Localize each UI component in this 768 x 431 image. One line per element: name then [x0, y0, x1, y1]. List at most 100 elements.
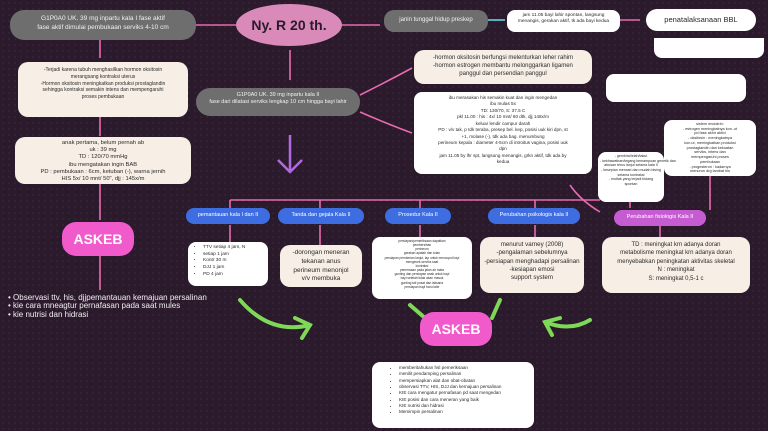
psych-line: spontan	[624, 182, 638, 187]
top-left-line: G1P0A0 UK. 39 mg inpartu kala I fase akt…	[41, 15, 165, 22]
procedure-line: gunting dan persiapan anak untuk bayi	[394, 272, 450, 277]
bottom-item: menilit pendamping persalinan	[399, 371, 531, 377]
phys-line: - progesteron : kadarnya	[689, 164, 731, 169]
procedure-line: mengecek serviks saat	[405, 259, 439, 264]
bottom-item: mempersiapkan alat dan obat-obatan	[399, 378, 531, 384]
phys-line: pd fase akhir aktivi	[694, 131, 726, 136]
arrow-kala2-obs	[359, 111, 413, 134]
hormone-line: panggul dan persendian panggul	[459, 71, 547, 78]
birth-line: menangis, gerakan aktif, tk ada bayi ked…	[517, 19, 610, 25]
exam-line: PD : pembukaan : 6cm, ketuban (-), warna…	[40, 168, 166, 175]
hormone-line: -hormon estrogen membantu melonggarkan l…	[433, 63, 573, 70]
bottom-item: KIE posisi dan cara meneran yang baik	[399, 397, 531, 403]
procedure-box: persiapan/pemeriksaan dapatkan pembersih…	[372, 237, 472, 299]
newborn-box: penatalaksanaan BBL	[646, 9, 756, 31]
big-arrow-down	[277, 135, 303, 174]
obs-line: jam 11.05 by lhr spt, langsung menangis,…	[439, 152, 567, 158]
category-fisiologis: Perubahan fisiologis Kala II	[614, 210, 706, 226]
td-line: metabolisme meningkat krn adanya doran	[620, 250, 732, 257]
varney-box: menurut varney (2008) -pengalaman sebelu…	[480, 237, 584, 293]
psych-line: - mutlak yang terjadi bidang	[608, 177, 654, 182]
kala2-box: G1P0A0 UK. 39 mg inpartu kala II fase da…	[196, 88, 360, 116]
phys-line: - oksitosin : meningkatnya	[688, 136, 732, 141]
left-bullet-list: Observasi ttv, his, djjpemantauan kemaju…	[8, 293, 208, 319]
psych-line: abusan terus lanjut selama kala II	[604, 163, 658, 168]
obs-line: dpn	[499, 146, 507, 152]
kala2-line: G1P0A0 UK. 39 mg inpartu kala II	[236, 92, 320, 98]
procedure-line: persiapan bayi baru lahir	[404, 284, 440, 289]
arrow-kala2-hormone	[359, 67, 413, 96]
varney-line: -pengalaman sebelumnya	[496, 249, 568, 257]
psych-line: - gembira/lelah/takut	[614, 154, 648, 158]
baby-birth-box: jam 11.05 bayi lahir spontan, langsung m…	[507, 10, 620, 32]
left-bullet-item: Observasi ttv, his, djjpemantauan kemaju…	[8, 293, 208, 302]
procedure-line: gerakan apatah dan tolan	[403, 251, 441, 256]
exam-line: HIS 5x/ 10 mnt/ 50", djj : 145x/m	[61, 176, 145, 183]
obs-line: PD : v/v tak, p tdk teraba, presep bel. …	[438, 127, 568, 133]
green-arrow-right	[542, 316, 592, 337]
phys-line: pembukaan	[700, 159, 720, 164]
signs-box: -dorongan meneran tekanan anus perineum …	[280, 245, 362, 287]
obs-line: TD: 130/70, S: 37.5 C	[480, 107, 526, 113]
kala2-line: fase dari dilatasi serviks lengkap 10 cm…	[209, 99, 347, 106]
obs-line: pkl 11.00 : his : 4x/ 10 mnt/ 60 dtk, dj…	[457, 114, 549, 120]
varney-line: -persiapan menghadapi persalinan	[484, 257, 580, 265]
procedure-line: persiapan/pemeriksaan dapatkan	[398, 239, 446, 243]
obs-line: ibu merasakan his semakin kuat dan ingin…	[448, 95, 558, 100]
causes-line: -Terjadi karena tubuh menghasilkan hormo…	[43, 67, 163, 73]
bottom-item: KIE nutrisi dan hidrasi	[399, 403, 531, 409]
varney-line: support system	[511, 274, 553, 282]
ttv-item: TTV setiap 4 jam, N	[203, 245, 265, 252]
category-tanda: Tanda dan gejala Kala II	[278, 208, 364, 224]
exam-line: ibu mengatakan ingin BAB	[68, 161, 138, 168]
birth-line: jam 11.05 bayi lahir spontan, langsung	[522, 13, 605, 18]
causes-line: proses pembukaan	[81, 94, 125, 100]
ttv-item: Kontr 30 m	[203, 258, 265, 265]
signs-line: -dorongan meneran	[292, 249, 350, 256]
procedure-line: bayi setelah tidak akan masuk	[400, 276, 444, 281]
left-bullet-item: kie nutrisi dan hidrasi	[8, 310, 208, 319]
green-arrow-varney	[490, 298, 502, 320]
causes-line: -Hormon oksitosin meningkatkan produksi …	[40, 80, 166, 87]
psych-line: - kekhawatiran/tegang kemampuan genetik …	[600, 158, 676, 163]
obs-line: perineum kepala : diameter 4-5cm di intr…	[438, 139, 568, 145]
category-psikologis: Perubahan psikologis kala II	[488, 208, 580, 224]
hormone-box: -hormon oksitosin berfungsi melenturkan …	[414, 50, 592, 84]
procedure-line: gunting tali pusat dan laksana	[400, 280, 444, 285]
psych-box: - gembira/lelah/takut - kekhawatiran/teg…	[598, 152, 676, 202]
varney-line: menurut varney (2008)	[500, 241, 564, 248]
signs-line: tekanan anus	[301, 257, 341, 265]
phys-line: mempengaruhi proses	[691, 155, 729, 160]
baby-box: janin tunggal hidup preskep	[384, 10, 488, 32]
phys-line: serviks, intens dan	[694, 150, 726, 155]
bottom-item: KIE cara mengatur pernafasan pd saat men…	[399, 390, 531, 396]
white-shape-b	[606, 74, 746, 102]
ttv-item: setiap 1 jam	[203, 252, 265, 259]
exam-line: TD : 120/70 mmHg	[78, 154, 128, 161]
category-prosedur: Prosedur Kala II	[385, 208, 451, 224]
bottom-item: memberitahukan hsl pemeriksaan	[399, 365, 531, 371]
ttv-box: TTV setiap 4 jam, N setiap 1 jam Kontr 3…	[188, 242, 268, 286]
askeb-left: ASKEB	[62, 222, 134, 256]
td-line: TD : meningkat krn adanya doran	[631, 242, 721, 248]
phys-line: prostaglandin dan kekuatan	[686, 145, 734, 150]
phys-line: menurun drg lambat his	[690, 169, 730, 174]
obs-line: ibu mulas 5x	[490, 101, 516, 107]
exam-line: uk : 39 mg	[89, 147, 117, 154]
td-box: TD : meningkat krn adanya doran metaboli…	[602, 237, 750, 293]
ttv-list: TTV setiap 4 jam, N setiap 1 jam Kontr 3…	[191, 245, 265, 279]
title-ellipse: Ny. R 20 th.	[236, 4, 342, 46]
bottom-list: memberitahukan hsl pemeriksaan menilit p…	[375, 365, 531, 416]
ttv-item: DJJ 1 jam	[203, 265, 265, 272]
exam-box: anak pertama, belum pernah ab uk : 39 mg…	[15, 137, 191, 184]
causes-box: -Terjadi karena tubuh menghasilkan hormo…	[18, 62, 188, 117]
phys-line: sistem endokrin:	[696, 122, 724, 126]
exam-line: anak pertama, belum pernah ab	[61, 140, 145, 146]
category-pemantauan: pemantauan kala I dan II	[186, 208, 270, 224]
td-line: S: meningkat 0,5-1 c	[648, 275, 704, 282]
phys-box: sistem endokrin: - estrogen meningkatnya…	[664, 120, 756, 176]
left-bullet-item: kie cara mneagtur pernafasan pada saat m…	[8, 301, 208, 310]
causes-line: merangsang kontraksi uterus	[70, 73, 136, 80]
top-left-line: fase aktif dimulai pembukaan serviks 4-1…	[37, 23, 169, 31]
